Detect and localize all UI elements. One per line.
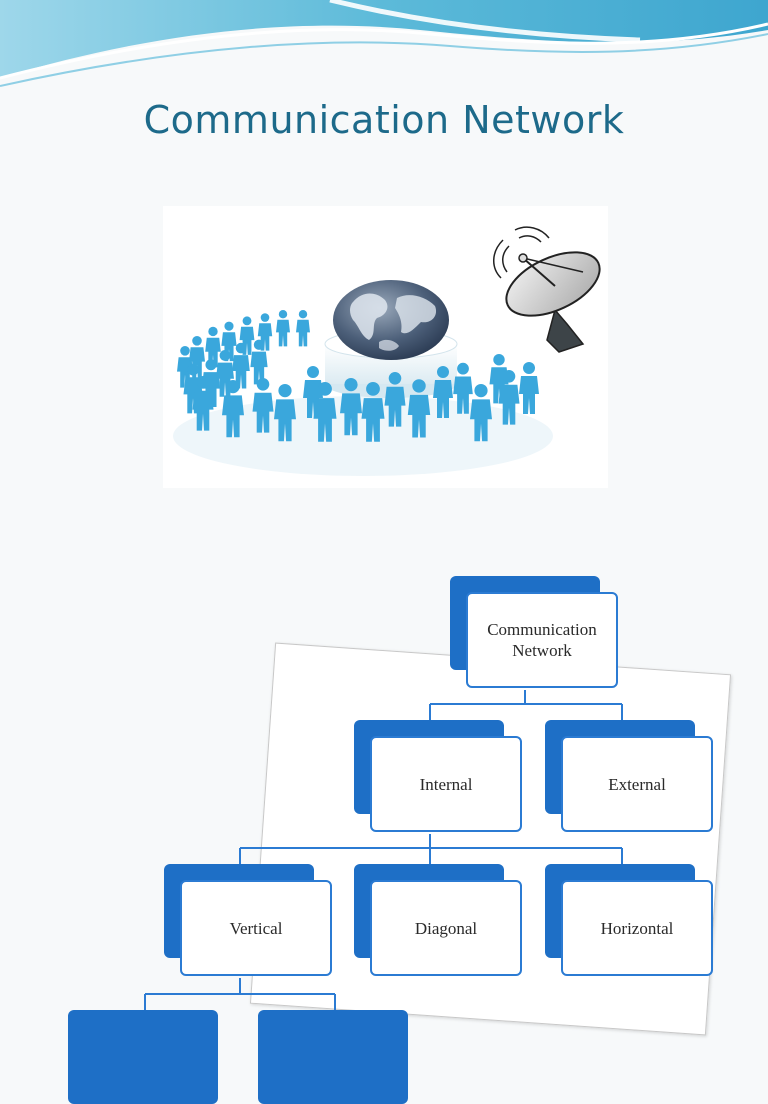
- globe-icon: [333, 280, 449, 360]
- node-label: Horizontal: [600, 918, 674, 938]
- network-illustration: [163, 206, 608, 488]
- person-figure: [498, 370, 520, 425]
- people-crowd-icon: [177, 310, 539, 442]
- person-figure: [361, 382, 385, 442]
- slide-title: Communication Network: [143, 98, 625, 142]
- person-figure: [276, 310, 290, 347]
- person-figure: [340, 378, 362, 436]
- node-label: Vertical: [229, 918, 283, 938]
- node-label: Diagonal: [414, 918, 478, 938]
- person-figure: [250, 339, 268, 385]
- person-figure: [313, 382, 337, 442]
- person-figure: [519, 362, 539, 414]
- person-figure: [274, 384, 296, 442]
- person-figure: [433, 366, 453, 418]
- person-figure: [470, 384, 492, 442]
- person-figure: [453, 362, 473, 414]
- person-figure: [296, 310, 310, 347]
- person-figure: [192, 376, 214, 431]
- header-wave-decoration: [0, 0, 768, 95]
- person-figure: [232, 342, 250, 389]
- person-figure: [384, 372, 406, 427]
- node-label: Communication Network: [487, 620, 597, 660]
- satellite-dish-icon: [493, 226, 601, 353]
- node-label: External: [608, 774, 666, 794]
- diagram-connectors: [144, 690, 623, 1010]
- node-label: Internal: [419, 774, 473, 794]
- person-figure: [407, 379, 431, 438]
- person-figure: [252, 378, 274, 433]
- person-figure: [222, 380, 244, 438]
